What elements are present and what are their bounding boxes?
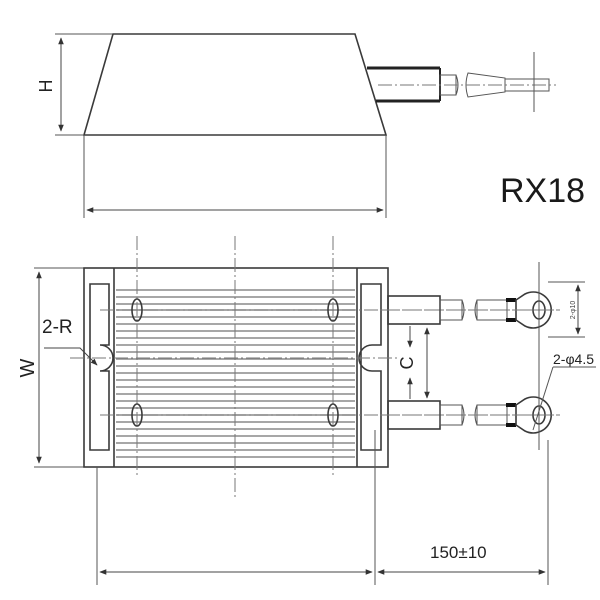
mounting-hole <box>131 403 143 427</box>
resistor-body-side <box>82 33 388 136</box>
mounting-hole <box>327 298 339 322</box>
model-title: RX18 <box>500 172 585 210</box>
hole-diameter-label: 2-φ4.5 <box>553 351 594 367</box>
side-view: H <box>36 33 556 218</box>
mounting-hole <box>327 403 339 427</box>
lead-wire-side <box>367 52 556 112</box>
height-label: H <box>36 80 56 93</box>
mounting-hole <box>131 298 143 322</box>
width-label: W <box>17 358 39 377</box>
resistor-body-plan <box>83 267 389 468</box>
mounting-slot-left <box>89 283 114 451</box>
spacing-label: C <box>397 357 417 370</box>
plan-view: W <box>17 236 596 585</box>
lead-length-label: 150±10 <box>430 543 487 562</box>
terminal-width-label: 2-φ10 <box>570 301 577 320</box>
mounting-slot-right <box>358 283 382 451</box>
slot-radius-label: 2-R <box>42 317 73 338</box>
